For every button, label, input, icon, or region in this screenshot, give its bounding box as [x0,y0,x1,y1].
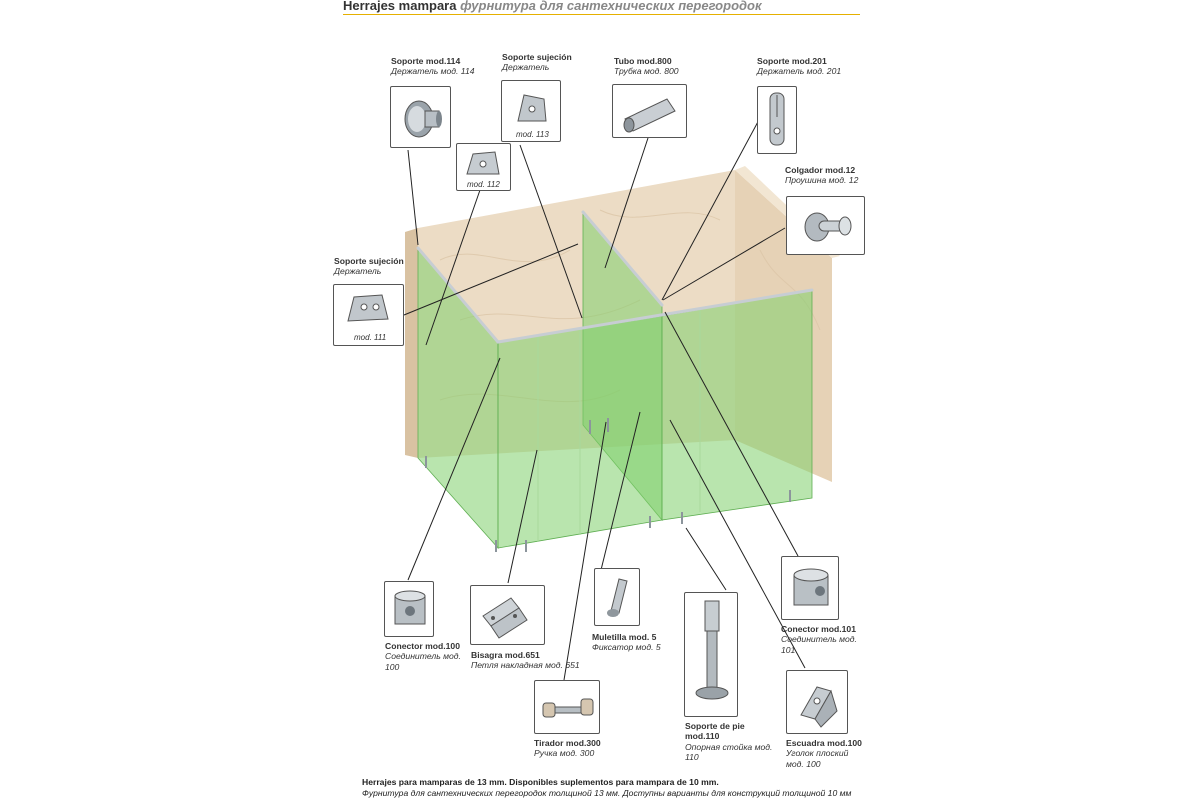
top-tubes [416,210,814,344]
header-title-ru: фурнитура для сантехнических перегородок [460,0,762,13]
part-thumb-mod201 [757,86,797,154]
footer-line-es: Herrajes para mamparas de 13 mm. Disponi… [362,777,719,787]
part-thumb-mod300 [534,680,600,734]
part-thumb-mod100e [786,670,848,734]
header-title-es: Herrajes mampara [343,0,457,13]
round-bracket-icon [404,100,442,138]
part-thumb-mod111: mod. 111 [333,284,404,346]
leader-lines [403,117,806,681]
wall-bracket-icon [347,294,389,322]
part-thumb-mod651 [470,585,545,645]
part-label-mod5: Muletilla mod. 5 Фиксатор мод. 5 [592,632,661,653]
latch-icon [607,578,628,617]
part-label-mod101: Conector mod.101 Соединитель мод. 101 [781,624,857,655]
part-label-mod111: Soporte sujeción Держатель [334,256,404,277]
part-label-mod114: Soporte mod.114 Держатель мод. 114 [391,56,475,77]
header-rule [343,14,860,15]
part-label-mod800: Tubo mod.800 Трубка мод. 800 [614,56,679,77]
part-thumb-mod110 [684,592,738,717]
tube-icon [623,98,676,133]
page-footer: Herrajes para mamparas de 13 mm. Disponi… [362,777,851,798]
part-thumb-mod800 [612,84,687,138]
part-label-mod201: Soporte mod.201 Держатель мод. 201 [757,56,842,77]
clamp-holder-icon [769,92,785,146]
bracket-icon [517,94,547,122]
connector-icon [793,568,829,606]
part-label-mod100e: Escuadra mod.100 Уголок плоский мод. 100 [786,738,862,769]
support-feet [425,418,791,552]
part-thumb-mod12 [786,196,865,255]
door-lines [537,310,701,542]
knob-icon [542,698,594,718]
part-label-mod100c: Conector mod.100 Соединитель мод. 100 [385,641,461,672]
glass-front-right [661,289,813,521]
angle-bracket-icon [800,686,838,728]
part-thumb-mod101 [781,556,839,620]
part-thumb-mod113: mod. 113 [501,80,561,142]
part-label-mod12: Colgador mod.12 Проушина мод. 12 [785,165,859,186]
connector-icon [394,590,426,625]
part-label-mod110: Soporte de pie mod.110 Опорная стойка мо… [685,721,773,762]
part-thumb-mod114 [390,86,451,148]
part-thumb-mod100c [384,581,434,637]
footer-line-ru: Фурнитура для сантехнических перегородок… [362,787,852,798]
part-thumb-mod112: mod. 112 [456,143,511,191]
hinge-icon [482,597,528,639]
hook-icon [804,212,852,242]
page-header: Herrajes mampara фурнитура для сантехнич… [343,0,762,13]
support-leg-icon [695,600,729,700]
part-label-mod651: Bisagra mod.651 Петля накладная мод. 651 [471,650,580,671]
part-thumb-mod5 [594,568,640,626]
corner-clamp-icon [466,151,500,175]
part-label-mod113: Soporte sujeción Держатель [502,52,572,73]
left-wall-edge [405,228,418,458]
part-label-mod300: Tirador mod.300 Ручка мод. 300 [534,738,601,759]
